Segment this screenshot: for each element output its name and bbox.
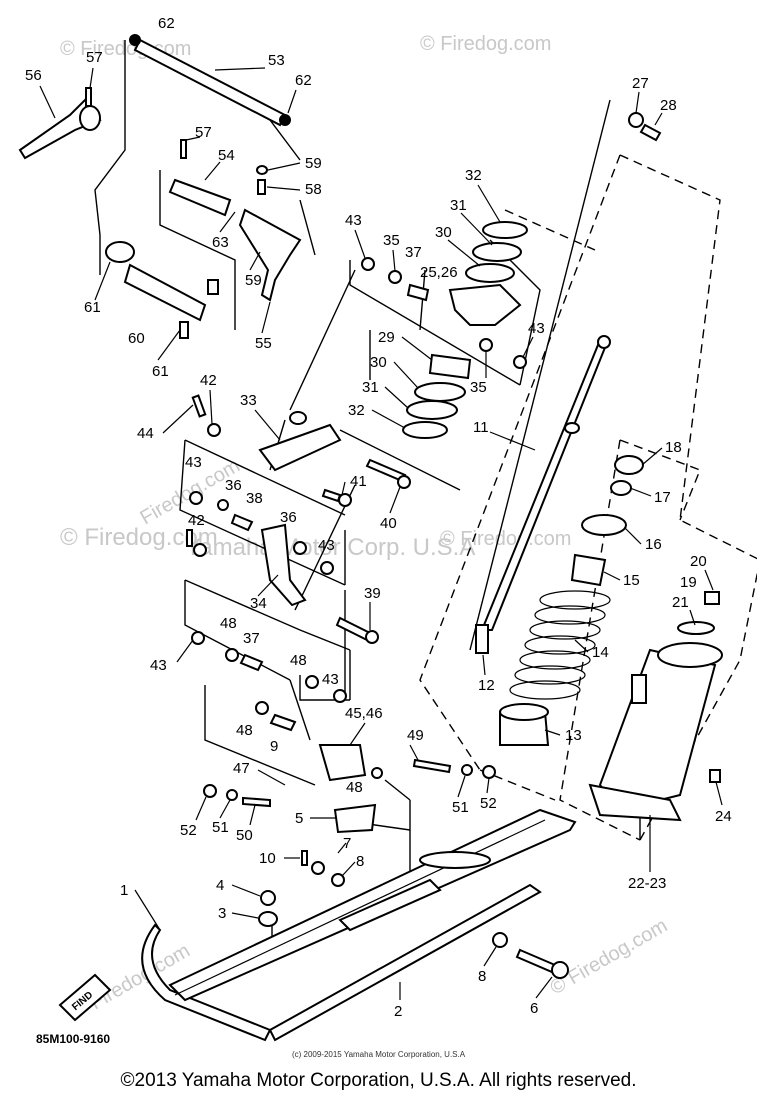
copyright-notice: ©2013 Yamaha Motor Corporation, U.S.A. A… [120,1070,637,1091]
callout-number: 60 [128,330,145,347]
callout-number: 43 [528,320,545,337]
callout-number: 12 [478,677,495,694]
parts: FIND [18,34,723,1042]
callout-number: 52 [480,795,497,812]
callout-number: 37 [405,244,422,261]
callout-number: 63 [212,234,229,251]
callout-number: 42 [188,512,205,529]
callout-number: 34 [250,595,267,612]
callout-number: 31 [450,197,467,214]
callout-number: 14 [592,644,609,661]
callout-number: 61 [84,299,101,316]
callout-number: 7 [343,835,351,852]
callout-number: 32 [465,167,482,184]
callout-number: 35 [470,379,487,396]
callout-number: 51 [212,819,229,836]
callout-number: 28 [660,97,677,114]
callout-number: 41 [350,473,367,490]
callout-number: 48 [290,652,307,669]
callout-number: 51 [452,799,469,816]
callout-number: 6 [530,1000,538,1017]
callout-number: 58 [305,181,322,198]
callout-number: 43 [185,454,202,471]
callout-number: 30 [435,224,452,241]
callout-number: 10 [259,850,276,867]
callout-number: 43 [345,212,362,229]
callout-number: 57 [195,124,212,141]
callout-number: 42 [200,372,217,389]
callout-number: 52 [180,822,197,839]
watermark-text: © Firedog.com [420,33,551,55]
callout-number: 45,46 [345,705,383,722]
find-arrow: FIND [58,973,112,1022]
callout-number: 39 [364,585,381,602]
callout-number: 43 [150,657,167,674]
callout-number: 43 [322,671,339,688]
callout-number: 2 [394,1003,402,1020]
callout-number: 20 [690,553,707,570]
callout-number: 3 [218,905,226,922]
callout-number: 49 [407,727,424,744]
callout-number: 59 [245,272,262,289]
callout-number: 40 [380,515,397,532]
callout-number: 43 [318,537,335,554]
callout-number: 61 [152,363,169,380]
callout-number: 36 [225,477,242,494]
callout-number: 48 [346,779,363,796]
callout-number: 44 [137,425,154,442]
callout-number: 54 [218,147,235,164]
callout-number: 53 [268,52,285,69]
callout-number: 18 [665,439,682,456]
callout-number: 1 [120,882,128,899]
callout-number: 57 [86,49,103,66]
callout-number: 8 [478,968,486,985]
callout-number: 15 [623,572,640,589]
callout-number: 47 [233,760,250,777]
callout-number: 24 [715,808,732,825]
callout-number: 35 [383,232,400,249]
callout-number: 8 [356,853,364,870]
callout-number: 25,26 [420,264,458,281]
callout-number: 62 [295,72,312,89]
callout-number: 29 [378,329,395,346]
callout-number: 11 [473,419,489,436]
tiny-copyright: (c) 2009-2015 Yamaha Motor Corporation, … [291,1050,466,1059]
callout-number: 33 [240,392,257,409]
diagram-code: 85M100-9160 [36,1032,111,1046]
leader-lines [39,67,723,1000]
callout-number: 62 [158,15,175,32]
callout-number: 4 [216,877,224,894]
callout-number: 13 [565,727,582,744]
callout-number: 36 [280,509,297,526]
callout-number: 27 [632,75,649,92]
callout-numbers: 62 57 56 53 62 57 54 59 58 63 59 61 60 6… [25,15,732,1020]
callout-number: 37 [243,630,260,647]
watermark-text: © Firedog.com [547,915,672,1000]
callout-number: 22-23 [628,875,666,892]
spring [509,590,611,700]
callout-number: 19 [680,574,697,591]
callout-number: 32 [348,402,365,419]
callout-number: 55 [255,335,272,352]
callout-number: 48 [220,615,237,632]
callout-number: 48 [236,722,253,739]
callout-number: 9 [270,738,278,755]
callout-number: 38 [246,490,263,507]
callout-number: 16 [645,536,662,553]
callout-number: 21 [672,594,689,611]
callout-number: 56 [25,67,42,84]
watermark-text: © Firedog.com [440,528,571,550]
callout-number: 31 [362,379,379,396]
callout-number: 59 [305,155,322,172]
callout-number: 50 [236,827,253,844]
callout-number: 17 [654,489,671,506]
callout-number: 30 [370,354,387,371]
callout-number: 5 [295,810,303,827]
watermarks: © Firedog.com © Firedog.com © Firedog.co… [60,33,671,1014]
